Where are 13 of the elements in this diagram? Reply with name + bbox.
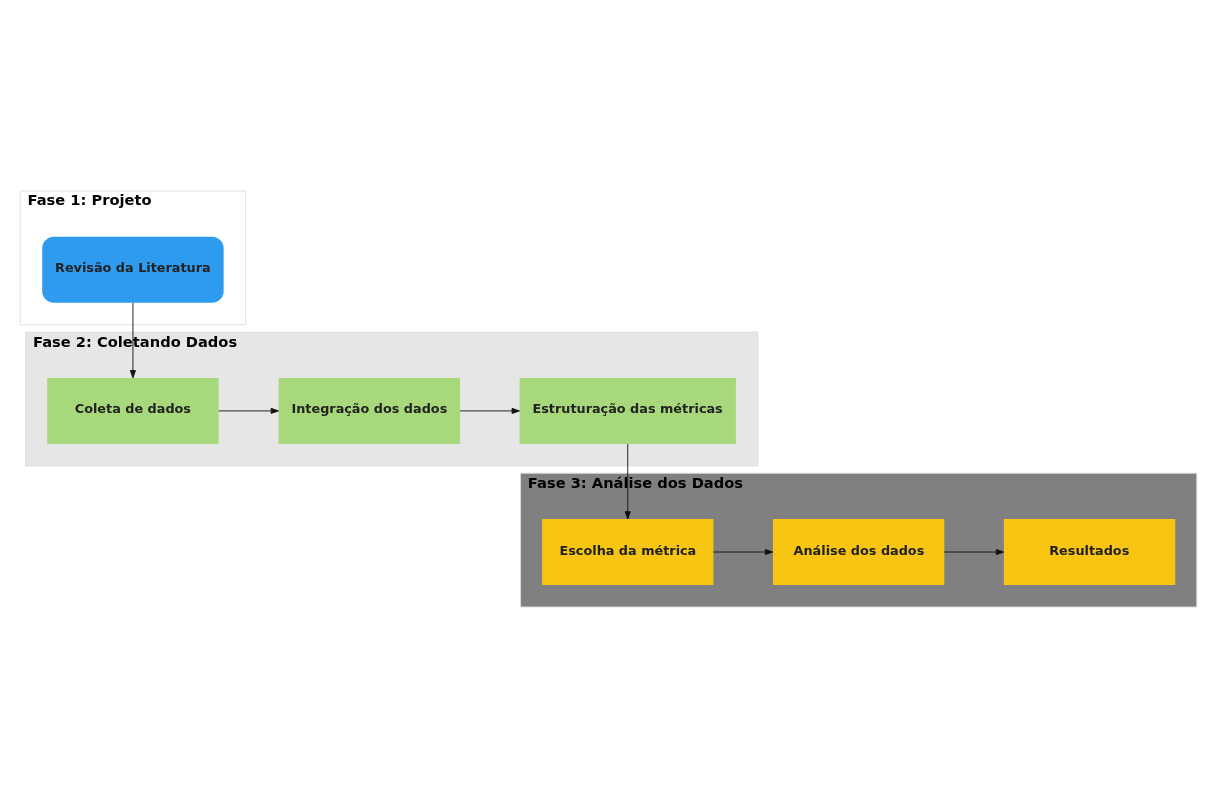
- arrow: [459, 407, 520, 414]
- arrow: [129, 302, 136, 379]
- arrow: [713, 549, 774, 556]
- node-box: Estruturação das métricas: [519, 377, 736, 444]
- node-box: Integração dos dados: [278, 377, 461, 444]
- node-box: Resultados: [1003, 519, 1176, 585]
- node-box: Coleta de dados: [47, 377, 219, 444]
- node-box: Análise dos dados: [773, 519, 945, 585]
- node-box: Revisão da Literatura: [42, 236, 224, 303]
- arrow: [218, 407, 279, 414]
- arrow: [624, 443, 631, 520]
- arrow: [943, 549, 1005, 556]
- node-box: Escolha da métrica: [542, 519, 714, 585]
